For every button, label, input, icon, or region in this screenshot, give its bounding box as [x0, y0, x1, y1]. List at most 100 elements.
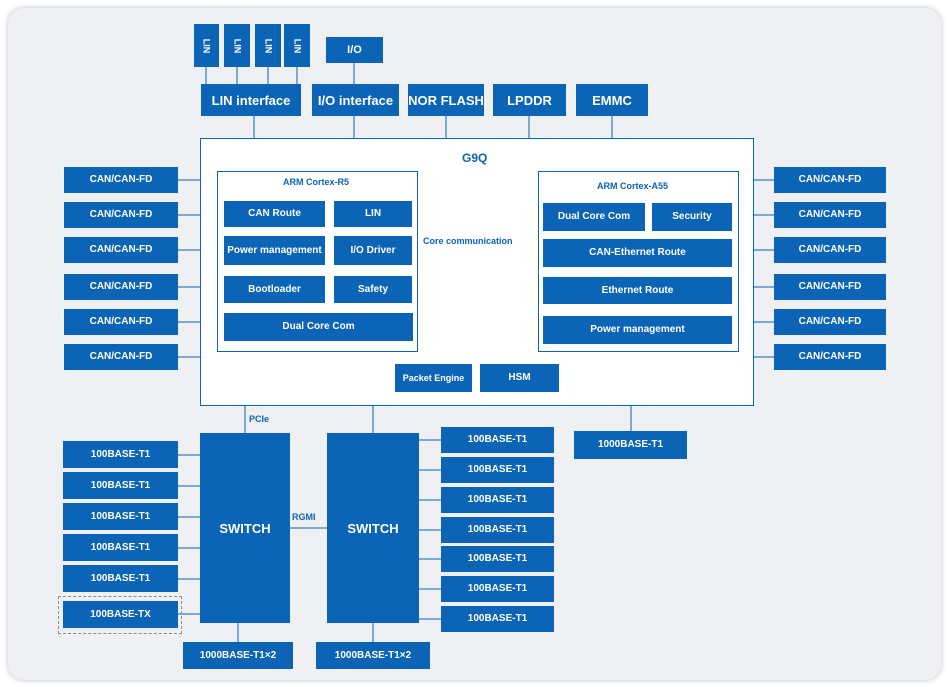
ethernet-route-box: Ethernet Route — [543, 277, 732, 304]
gigabit-x2-label: 1000BASE-T1×2 — [199, 649, 277, 661]
eth-label: 100BASE-T1 — [467, 434, 528, 445]
gigabit-x2-left: 1000BASE-T1×2 — [183, 642, 293, 669]
eth-label: 100BASE-T1 — [467, 494, 528, 505]
lin-chip-3: LIN — [255, 24, 281, 67]
can-right-6: CAN/CAN-FD — [774, 344, 886, 370]
eth-right-4: 100BASE-T1 — [441, 517, 554, 543]
r5-power-management-box: Power management — [224, 236, 325, 265]
gigabit-t1-right: 1000BASE-T1 — [574, 431, 687, 459]
can-label: CAN/CAN-FD — [89, 281, 153, 292]
can-right-1: CAN/CAN-FD — [774, 167, 886, 193]
a55-dual-core-com-box: Dual Core Com — [543, 203, 645, 231]
io-driver-label: I/O Driver — [350, 244, 396, 256]
can-right-3: CAN/CAN-FD — [774, 237, 886, 263]
io-label: I/O — [347, 44, 362, 56]
can-right-4: CAN/CAN-FD — [774, 274, 886, 300]
can-left-5: CAN/CAN-FD — [64, 309, 178, 335]
nor-flash-box: NOR FLASH — [408, 84, 484, 116]
eth-label: 100BASE-T1 — [90, 572, 151, 584]
r5-dual-core-com-box: Dual Core Com — [224, 313, 413, 341]
can-left-6: CAN/CAN-FD — [64, 344, 178, 370]
lin-chip-label: LIN — [292, 38, 302, 53]
gigabit-x2-label: 1000BASE-T1×2 — [334, 649, 412, 661]
can-label: CAN/CAN-FD — [89, 244, 153, 255]
security-box: Security — [652, 203, 732, 231]
eth-label: 100BASE-T1 — [90, 479, 151, 491]
cortex-r5-title: ARM Cortex-R5 — [283, 177, 350, 187]
can-left-2: CAN/CAN-FD — [64, 202, 178, 228]
a55-dual-core-label: Dual Core Com — [557, 211, 631, 222]
safety-box: Safety — [334, 276, 412, 303]
can-route-label: CAN Route — [248, 208, 301, 219]
eth-label: 100BASE-T1 — [467, 613, 528, 624]
can-ethernet-route-label: CAN-Ethernet Route — [589, 247, 686, 258]
eth-label: 100BASE-T1 — [467, 553, 528, 564]
eth-label: 100BASE-T1 — [467, 583, 528, 594]
eth-right-3: 100BASE-T1 — [441, 487, 554, 513]
eth-label: 100BASE-T1 — [90, 510, 151, 522]
ethernet-route-label: Ethernet Route — [601, 284, 674, 296]
r5-power-label: Power management — [227, 244, 322, 256]
eth-right-1: 100BASE-T1 — [441, 427, 554, 453]
bootloader-box: Bootloader — [224, 276, 325, 303]
packet-engine-label: Packet Engine — [402, 372, 465, 383]
gigabit-x2-right: 1000BASE-T1×2 — [316, 642, 430, 669]
eth-tx-label: 100BASE-TX — [90, 608, 151, 620]
can-left-1: CAN/CAN-FD — [64, 167, 178, 193]
eth-right-5: 100BASE-T1 — [441, 546, 554, 572]
lpddr-label: LPDDR — [507, 92, 552, 108]
lin-chip-4: LIN — [284, 24, 310, 67]
lin-chip-label: LIN — [263, 38, 273, 53]
soc-title: G9Q — [462, 151, 488, 165]
eth-right-7: 100BASE-T1 — [441, 606, 554, 632]
can-label: CAN/CAN-FD — [89, 209, 153, 220]
eth-left-1: 100BASE-T1 — [63, 441, 178, 468]
io-driver-box: I/O Driver — [334, 236, 412, 265]
pcie-label: PCIe — [249, 414, 270, 424]
lin-chip-2: LIN — [224, 24, 250, 67]
r5-lin-label: LIN — [364, 208, 382, 219]
can-ethernet-route-box: CAN-Ethernet Route — [543, 239, 732, 267]
switch-left-label: SWITCH — [219, 520, 271, 536]
a55-power-management-box: Power management — [543, 316, 732, 344]
can-label: CAN/CAN-FD — [798, 281, 862, 292]
can-route-box: CAN Route — [224, 201, 325, 227]
r5-lin-box: LIN — [334, 201, 412, 227]
can-label: CAN/CAN-FD — [798, 174, 862, 185]
a55-power-label: Power management — [590, 324, 685, 335]
can-label: CAN/CAN-FD — [798, 209, 862, 220]
eth-left-tx: 100BASE-TX — [63, 601, 178, 628]
switch-right-label: SWITCH — [347, 520, 399, 536]
lin-chip-label: LIN — [201, 38, 212, 53]
lin-chip-1: LIN — [194, 24, 219, 67]
lin-interface-box: LIN interface — [201, 84, 301, 116]
can-label: CAN/CAN-FD — [89, 174, 153, 185]
emmc-label: EMMC — [592, 92, 632, 108]
can-left-4: CAN/CAN-FD — [64, 274, 178, 300]
gigabit-t1-label: 1000BASE-T1 — [597, 439, 664, 450]
eth-left-5: 100BASE-T1 — [63, 565, 178, 592]
core-communication-label: Core communication — [423, 236, 513, 246]
switch-left: SWITCH — [200, 433, 290, 623]
hsm-box: HSM — [480, 364, 559, 392]
lin-chip-label: LIN — [232, 38, 242, 53]
lpddr-box: LPDDR — [493, 84, 566, 116]
can-right-2: CAN/CAN-FD — [774, 202, 886, 228]
io-box: I/O — [326, 37, 383, 63]
cortex-a55-title: ARM Cortex-A55 — [597, 181, 669, 191]
security-label: Security — [672, 211, 712, 222]
can-label: CAN/CAN-FD — [798, 351, 862, 362]
nor-flash-label: NOR FLASH — [408, 92, 484, 108]
tx-dashed-frame — [58, 596, 182, 634]
eth-left-4: 100BASE-T1 — [63, 534, 178, 561]
packet-engine-box: Packet Engine — [395, 364, 472, 392]
can-right-5: CAN/CAN-FD — [774, 309, 886, 335]
r5-dual-core-label: Dual Core Com — [282, 321, 355, 332]
eth-label: 100BASE-T1 — [90, 541, 151, 553]
eth-left-2: 100BASE-T1 — [63, 472, 178, 499]
switch-right: SWITCH — [327, 433, 419, 623]
eth-left-3: 100BASE-T1 — [63, 503, 178, 530]
can-label: CAN/CAN-FD — [89, 316, 153, 327]
io-interface-label: I/O interface — [317, 92, 394, 108]
io-interface-box: I/O interface — [312, 84, 399, 116]
